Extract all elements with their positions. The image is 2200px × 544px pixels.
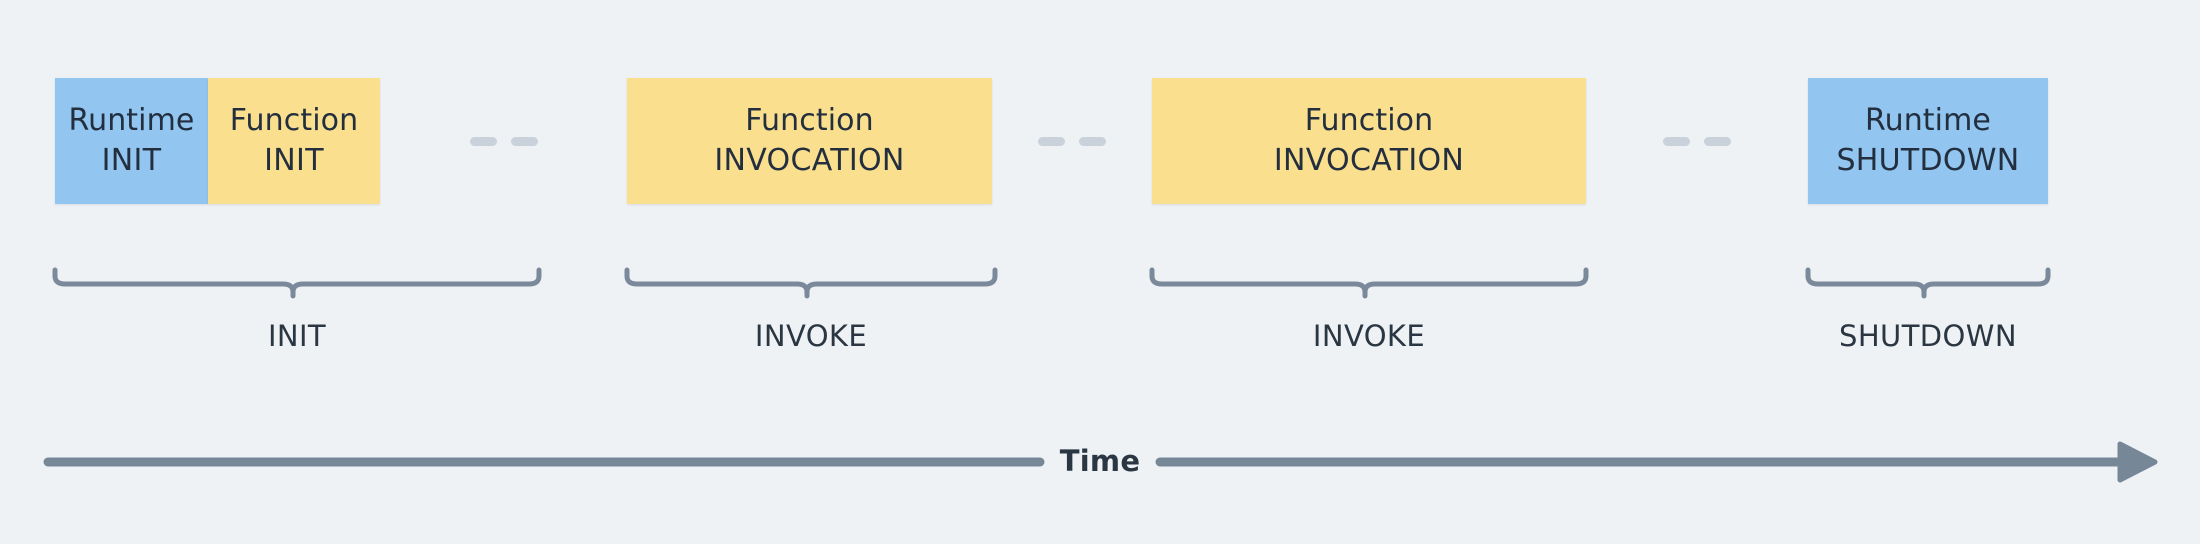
time-axis-label: Time bbox=[1059, 444, 1141, 478]
dash-segment-icon bbox=[1038, 136, 1065, 146]
dashed-connector-1 bbox=[380, 78, 627, 204]
dash-segment-icon bbox=[1663, 136, 1690, 146]
phase-box-line1: Function bbox=[229, 102, 359, 138]
dash-segment-icon bbox=[510, 136, 538, 146]
phase-box-line1: Runtime bbox=[1864, 102, 1991, 138]
phase-box-line1: Runtime bbox=[68, 102, 195, 138]
group-label-invoke-2: INVOKE bbox=[1312, 319, 1426, 353]
dash-segment-icon bbox=[1704, 136, 1731, 146]
phase-box-line1: Function bbox=[1304, 102, 1434, 138]
phase-box-function-invocation-2: Function INVOCATION bbox=[1152, 78, 1586, 204]
phase-box-function-init: Function INIT bbox=[208, 78, 380, 204]
group-bracket-invoke-2 bbox=[1148, 266, 1590, 300]
dashed-connector-3 bbox=[1586, 78, 1808, 204]
group-bracket-shutdown bbox=[1804, 266, 2052, 300]
phase-box-line2: SHUTDOWN bbox=[1836, 143, 2020, 178]
dashed-connector-2 bbox=[992, 78, 1152, 204]
phase-box-line1: Function bbox=[745, 102, 874, 138]
phase-box-line2: INVOCATION bbox=[714, 143, 905, 178]
group-label-init: INIT bbox=[267, 319, 327, 353]
phase-box-line2: INIT bbox=[101, 143, 162, 178]
phase-box-function-invocation-1: Function INVOCATION bbox=[627, 78, 992, 204]
phase-box-runtime-init: Runtime INIT bbox=[55, 78, 208, 204]
phase-box-line2: INIT bbox=[264, 143, 324, 178]
dash-segment-icon bbox=[1079, 136, 1106, 146]
phase-box-runtime-shutdown: Runtime SHUTDOWN bbox=[1808, 78, 2048, 204]
group-bracket-init bbox=[51, 266, 543, 300]
time-axis-arrow bbox=[0, 440, 2200, 500]
group-label-shutdown: SHUTDOWN bbox=[1839, 319, 2017, 353]
group-bracket-invoke-1 bbox=[623, 266, 999, 300]
phase-box-line2: INVOCATION bbox=[1273, 143, 1465, 178]
dash-segment-icon bbox=[469, 136, 497, 146]
group-label-invoke-1: INVOKE bbox=[754, 319, 868, 353]
